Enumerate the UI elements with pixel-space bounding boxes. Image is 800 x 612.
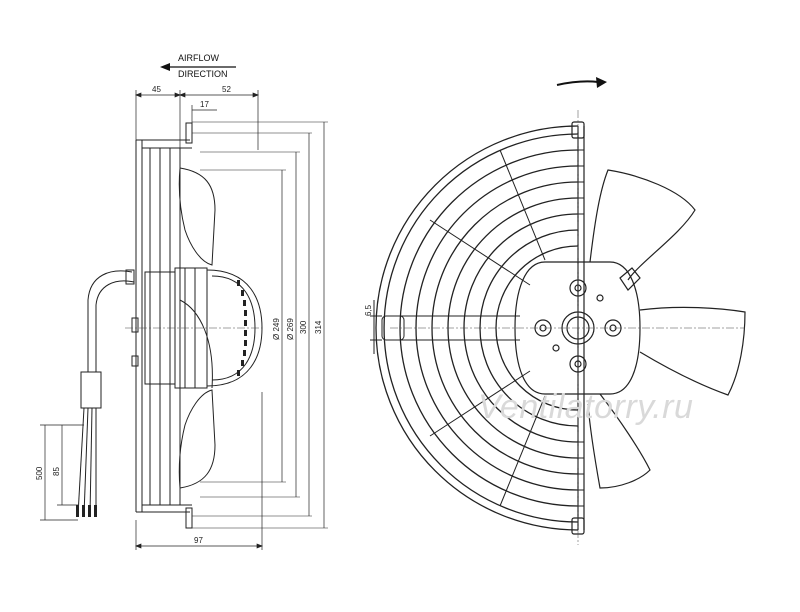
dim-500: 500 (35, 466, 44, 480)
dim-314: 314 (314, 320, 323, 334)
dim-52: 52 (222, 85, 231, 94)
dim-17: 17 (200, 100, 209, 109)
dim-45: 45 (152, 85, 161, 94)
direction-label: DIRECTION (178, 69, 228, 79)
dim-6-5: 6,5 (364, 304, 373, 316)
watermark-text: Ventilatorry.ru (478, 388, 693, 426)
dim-d249: Ø 249 (272, 318, 281, 340)
dim-85: 85 (52, 467, 61, 476)
airflow-arrow-icon (160, 63, 236, 71)
rotation-arrow-icon (556, 77, 607, 88)
front-view: 6,5 (364, 77, 746, 545)
side-view: AIRFLOW DIRECTION 45 52 17 (35, 53, 328, 550)
airflow-label: AIRFLOW (178, 53, 220, 63)
dim-300: 300 (299, 320, 308, 334)
dim-97: 97 (194, 536, 203, 545)
dim-d269: Ø 269 (286, 318, 295, 340)
